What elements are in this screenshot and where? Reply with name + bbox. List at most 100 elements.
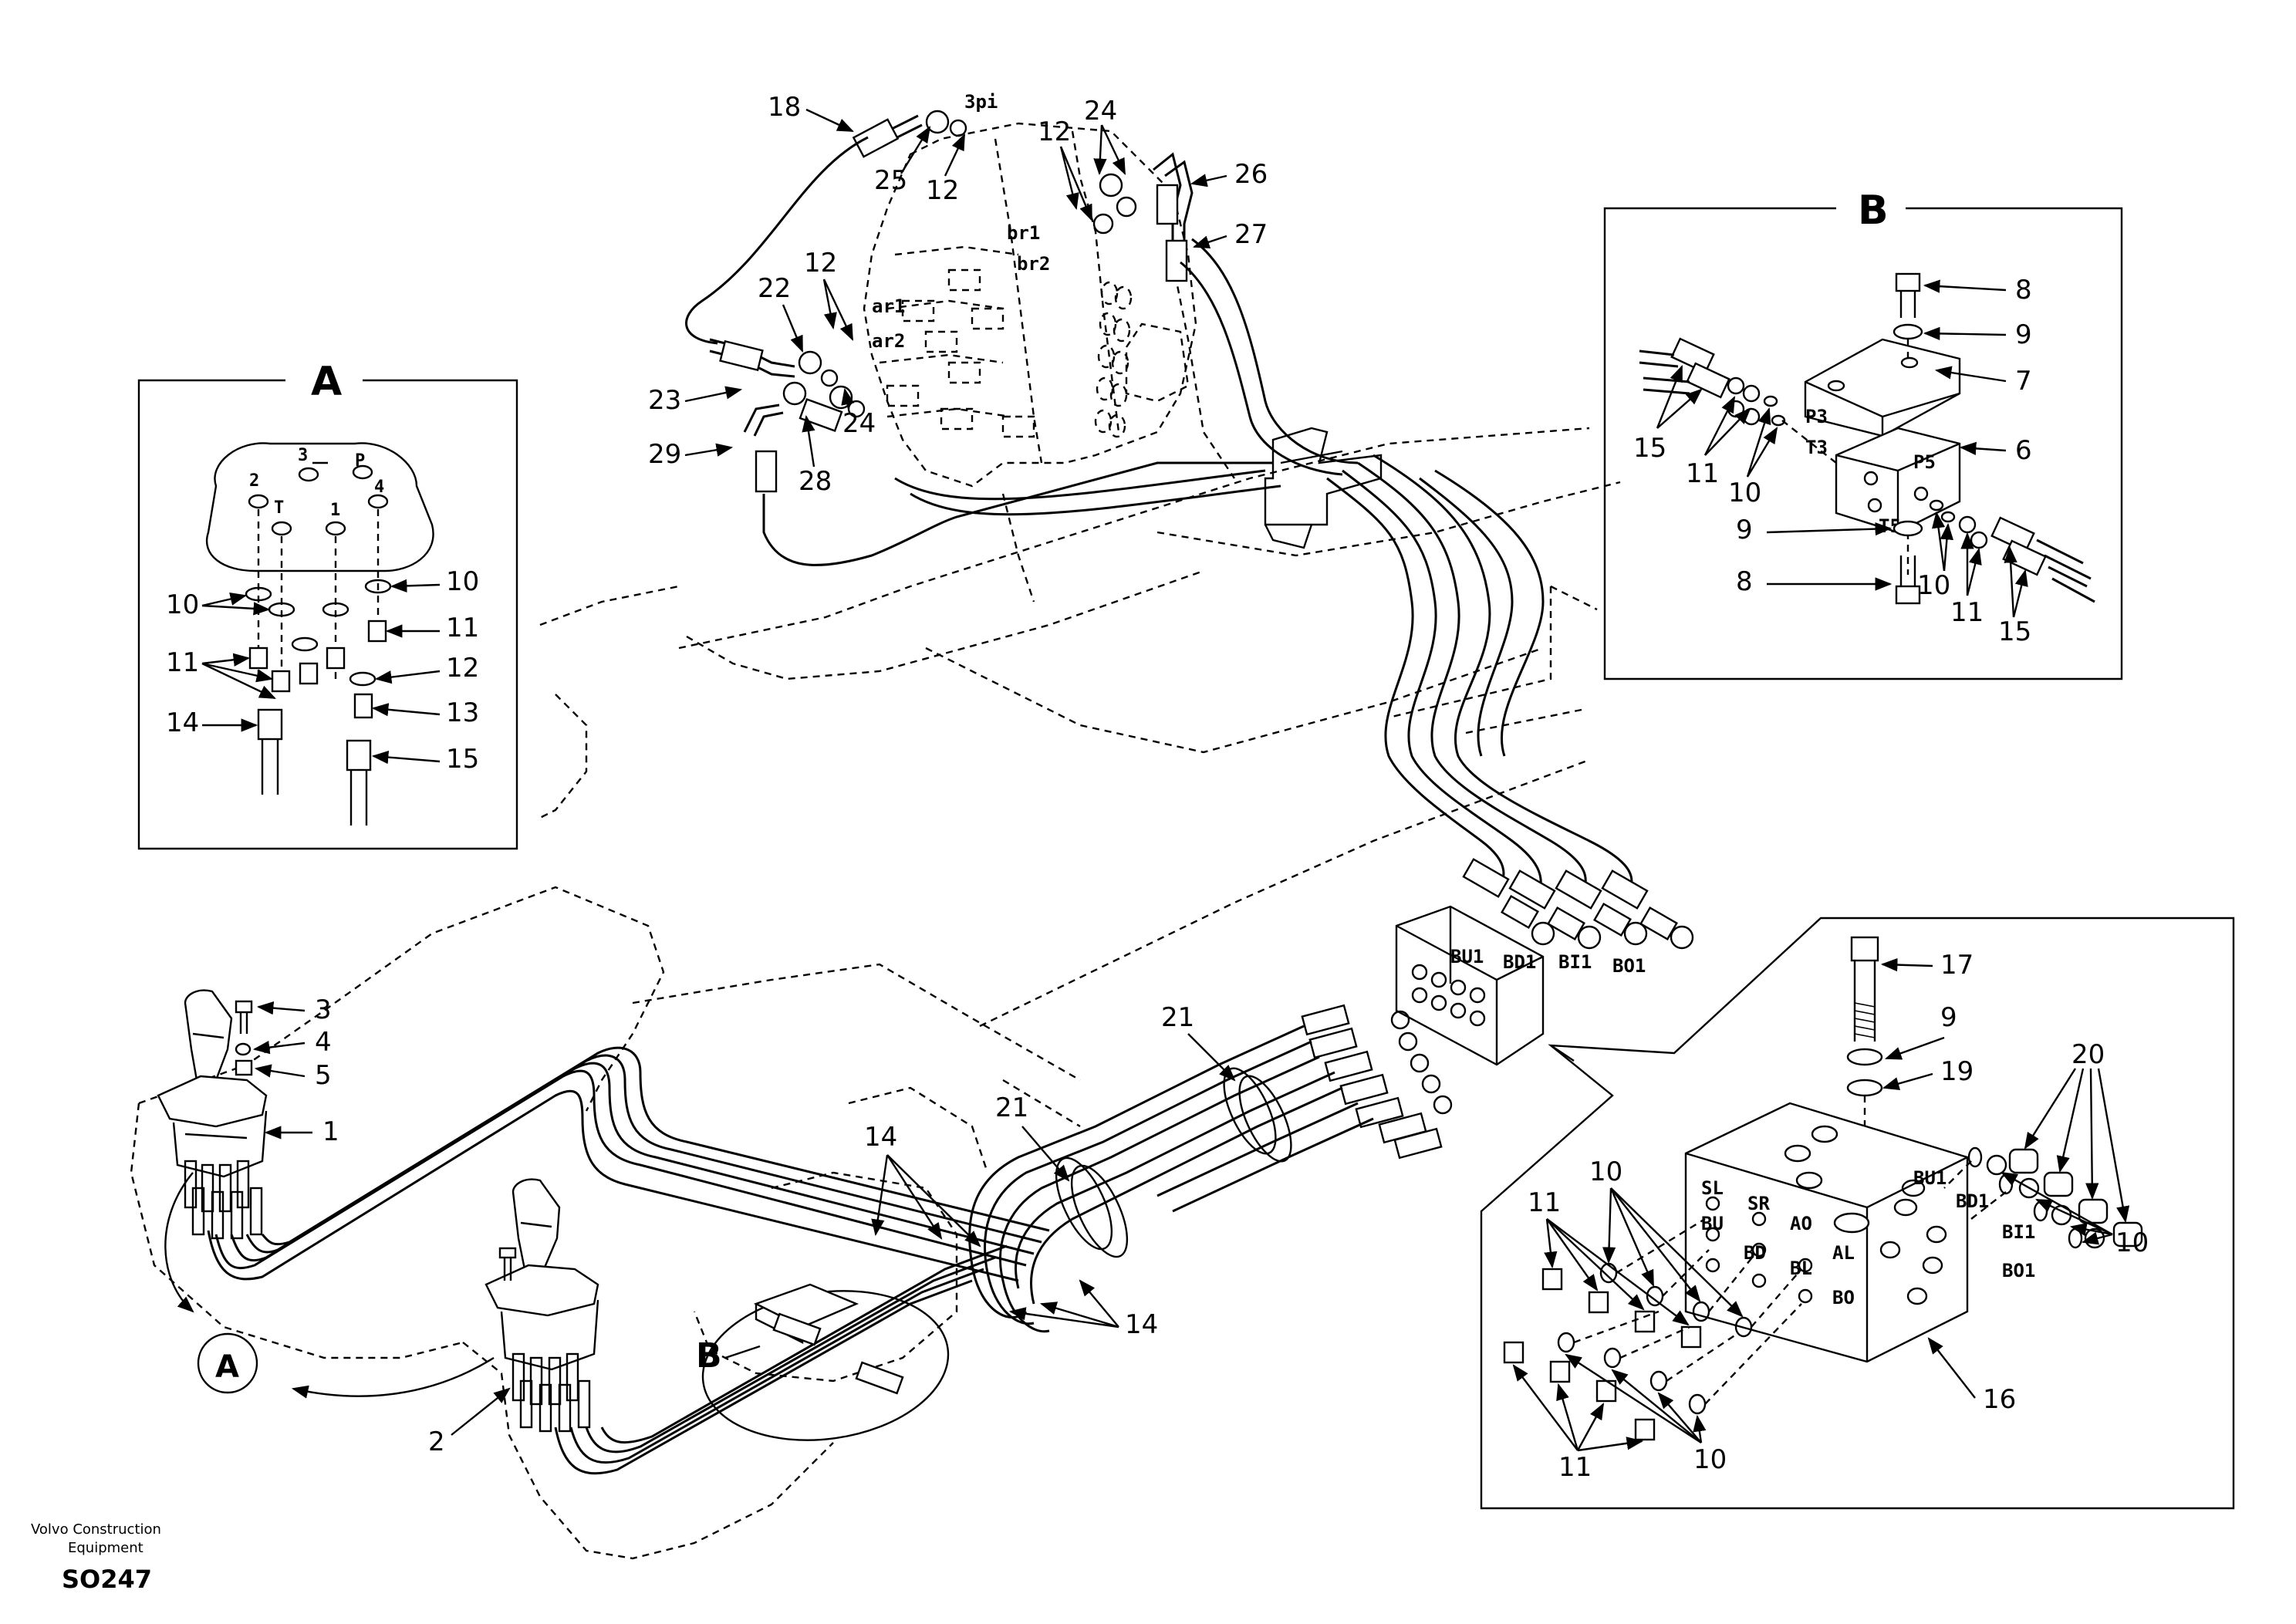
b-callout-9-bottom: 9 [1736, 515, 1753, 545]
vd-port-bo1: BO1 [2002, 1260, 2035, 1281]
vd-callout-10-bottom: 10 [1693, 1444, 1727, 1475]
callout-27: 27 [1234, 219, 1268, 250]
b-callout-8-bottom: 8 [1736, 566, 1753, 597]
callout-12-left: 12 [804, 248, 837, 279]
detail-b-title: B [1858, 187, 1889, 234]
callout-12-top: 12 [1038, 116, 1071, 147]
callout-22: 22 [758, 273, 791, 304]
b-callout-11-left: 11 [1686, 458, 1719, 489]
callout-28: 28 [799, 466, 832, 497]
vd-port-bl: BL [1790, 1258, 1812, 1279]
control-valve-callouts: 18 3pi 24 12 12 25 26 27 12 22 23 24 29 … [648, 91, 1268, 497]
a-port-3: 3 [298, 446, 308, 465]
callout-14-upper: 14 [864, 1122, 897, 1153]
left-hose-bundle [207, 1046, 1050, 1282]
junction-port-bu1: BU1 [1450, 946, 1484, 967]
footer-company-line2: Equipment [68, 1540, 144, 1556]
a-port-2: 2 [249, 471, 259, 491]
detail-b-box: B P3 T3 P5 T5 [1603, 187, 2123, 680]
vd-port-sl: SL [1701, 1177, 1724, 1199]
vd-port-bo: BO [1832, 1287, 1855, 1308]
callout-4: 4 [315, 1027, 332, 1058]
valve-detail-box: SL SR BU AO BD BL AL BO BU1 BD1 BI1 BO1 [1480, 917, 2235, 1510]
b-callout-9-top: 9 [2015, 319, 2032, 350]
control-valve-assembly [685, 110, 1359, 566]
callout-12-mid: 12 [926, 175, 959, 206]
vd-callout-11-bottom: 11 [1558, 1452, 1592, 1483]
a-port-1: 1 [330, 501, 340, 520]
a-callout-12: 12 [446, 653, 479, 684]
vd-callout-10-right: 10 [2115, 1227, 2149, 1258]
b-port-p3: P3 [1805, 406, 1828, 427]
a-callout-11-right: 11 [446, 613, 479, 643]
a-callout-14: 14 [166, 707, 199, 738]
callout-3: 3 [315, 994, 332, 1025]
view-ref-b: B [696, 1336, 722, 1376]
b-port-p5: P5 [1913, 451, 1936, 473]
callout-21-lower: 21 [995, 1092, 1028, 1123]
footer: Volvo Construction Equipment SO247 [31, 1521, 161, 1594]
a-port-4: 4 [374, 478, 384, 497]
port-ar2: ar2 [872, 330, 905, 352]
callout-25: 25 [874, 165, 907, 196]
junction-block: BU1 BD1 BI1 BO1 [1301, 905, 1646, 1160]
machine-outline [130, 262, 1621, 1560]
vd-callout-10-top: 10 [1589, 1156, 1622, 1187]
vd-port-bu1: BU1 [1913, 1167, 1947, 1189]
vd-callout-17: 17 [1940, 950, 1974, 981]
right-joystick-hoses [554, 1244, 1008, 1475]
detail-a-box: A 3 P 2 4 T 1 [137, 359, 518, 850]
b-callout-10-right: 10 [1917, 570, 1950, 601]
callout-1: 1 [322, 1116, 339, 1147]
right-joystick [485, 1178, 599, 1433]
vd-port-sr: SR [1747, 1193, 1770, 1214]
detail-a-title: A [311, 359, 342, 405]
port-br2: br2 [1017, 253, 1050, 275]
b-callout-8-top: 8 [2015, 275, 2032, 306]
footer-drawing-code: SO247 [62, 1565, 152, 1594]
vd-callout-11-top: 11 [1528, 1187, 1561, 1218]
vd-port-bd: BD [1744, 1242, 1766, 1264]
junction-port-bo1: BO1 [1612, 955, 1646, 977]
vd-callout-20: 20 [2071, 1039, 2105, 1070]
callout-26: 26 [1234, 159, 1268, 190]
b-callout-6: 6 [2015, 435, 2032, 466]
main-callouts: 3 4 5 1 2 21 21 14 14 [252, 994, 1236, 1457]
a-callout-15: 15 [446, 744, 479, 775]
hose-clamp [1264, 427, 1383, 549]
junction-port-bi1: BI1 [1558, 951, 1592, 973]
left-joystick [157, 989, 268, 1240]
b-callout-7: 7 [2015, 366, 2032, 397]
callout-14-lower: 14 [1125, 1309, 1158, 1340]
callout-2: 2 [428, 1426, 445, 1457]
vd-port-al: AL [1832, 1242, 1855, 1264]
vd-callout-16: 16 [1983, 1384, 2016, 1415]
vd-callout-9: 9 [1940, 1002, 1957, 1033]
a-port-p: P [355, 451, 365, 471]
callout-29: 29 [648, 439, 681, 470]
a-callout-13: 13 [446, 697, 479, 728]
b-callout-10-left: 10 [1728, 478, 1761, 508]
vd-callout-19: 19 [1940, 1056, 1974, 1087]
callout-24-top: 24 [1084, 96, 1117, 127]
vd-port-bu: BU [1701, 1213, 1724, 1234]
callout-18: 18 [768, 92, 801, 123]
junction-port-bd1: BD1 [1503, 951, 1536, 973]
port-br1: br1 [1007, 222, 1040, 244]
a-port-t: T [274, 498, 284, 518]
port-3pi: 3pi [964, 91, 998, 113]
callout-23: 23 [648, 385, 681, 416]
main-hose-bundle [1326, 454, 1694, 950]
callout-24-left: 24 [842, 408, 876, 439]
vd-port-ao: AO [1790, 1213, 1812, 1234]
port-ar1: ar1 [872, 295, 905, 317]
view-ref-a: A [215, 1349, 239, 1385]
a-callout-11-left: 11 [166, 647, 199, 678]
a-callout-10-right: 10 [446, 566, 479, 597]
callout-21-upper: 21 [1161, 1002, 1194, 1033]
callout-5: 5 [315, 1060, 332, 1091]
vd-port-bi1: BI1 [2002, 1221, 2035, 1243]
bracket-b-location [701, 1283, 950, 1441]
a-callout-10-left: 10 [166, 589, 199, 620]
right-hose-bundle [968, 1025, 1374, 1333]
